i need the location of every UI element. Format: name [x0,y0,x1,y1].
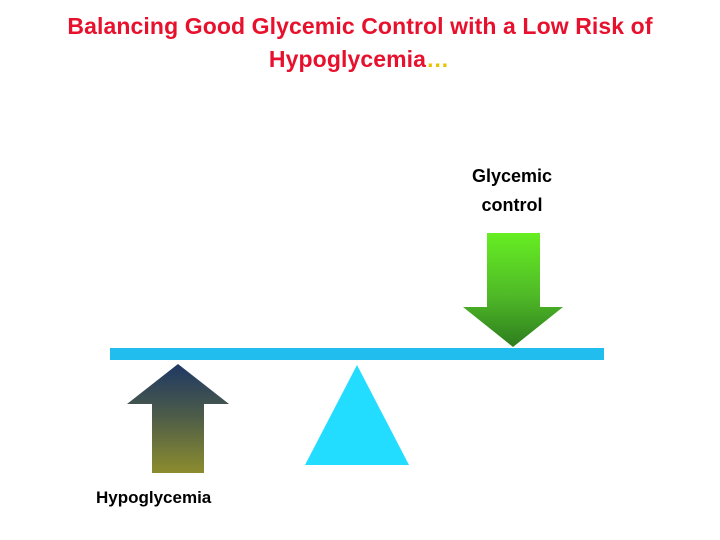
page-title: Balancing Good Glycemic Control with a L… [0,10,720,76]
title-line-2: Hypoglycemia… [0,43,720,76]
up-arrow-icon [127,364,229,473]
fulcrum-triangle [305,365,409,465]
down-arrow-icon [463,233,563,347]
balance-beam [110,348,604,360]
title-line-2-text: Hypoglycemia [268,46,427,72]
glycemic-control-label-line2: control [481,195,543,215]
glycemic-control-label-line1: Glycemic [471,166,553,186]
hypoglycemia-label: Hypoglycemia [96,488,212,507]
title-ellipsis: … [426,46,452,72]
title-line-1: Balancing Good Glycemic Control with a L… [67,13,653,39]
glycemic-control-label: Glycemic control [432,162,592,220]
